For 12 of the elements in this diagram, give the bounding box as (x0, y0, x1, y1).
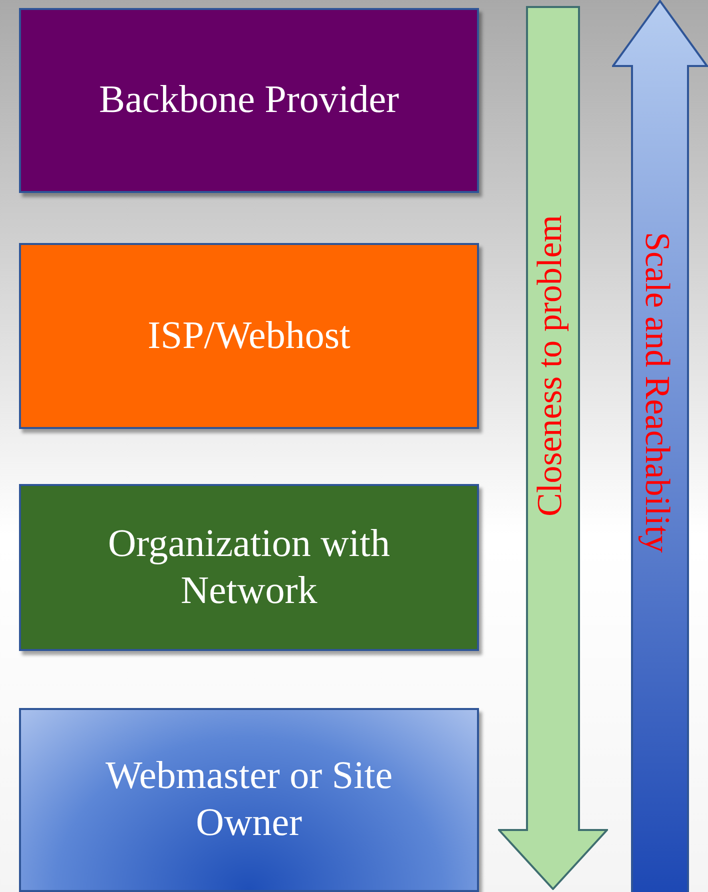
arrow-label: Scale and Reachability (640, 232, 675, 553)
layer-label: Backbone Provider (98, 77, 400, 124)
layer-label: Webmaster or Site Owner (104, 753, 394, 846)
layer-box (19, 708, 479, 892)
layer-box (19, 484, 479, 651)
layer-box (19, 8, 479, 193)
scale-indicator (612, 0, 708, 892)
arrow-label: Closeness to problem (532, 215, 567, 516)
layer-box (19, 243, 479, 429)
scale-indicator (498, 6, 608, 890)
layer-label: Organization with Network (107, 520, 391, 614)
layer-label: ISP/Webhost (146, 312, 352, 359)
